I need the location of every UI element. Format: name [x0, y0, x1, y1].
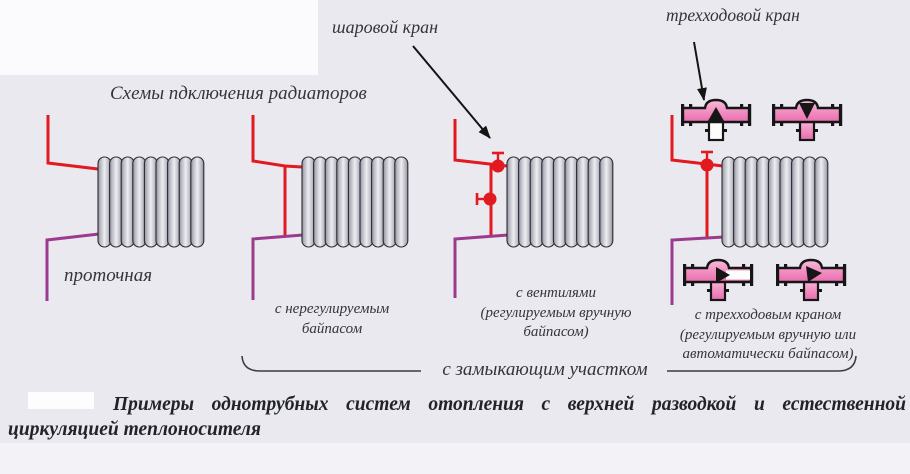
return-pipe-4: [670, 235, 725, 305]
scheme-label-with-valves: с вентилями (регулируемым вручную байпас…: [480, 285, 632, 340]
valve-outlet-closed: [726, 270, 750, 280]
return-pipe-1: [45, 232, 100, 301]
supply-pipe-2: [251, 115, 303, 169]
radiator-3: [506, 156, 614, 248]
caption-white-patch: [28, 392, 94, 409]
closing-section-bracket: [241, 355, 857, 372]
ball-valve-icon-supply: [490, 151, 506, 174]
callout-arrow-three-way-valve: [693, 41, 707, 101]
valve-plug-triangle: [708, 107, 724, 121]
bottom-caption: Примеры однотрубных систем отопления с в…: [8, 394, 906, 441]
three-way-valve-icon-3: [683, 258, 754, 302]
radiator-2: [301, 156, 409, 248]
scheme-label-flow-through: проточная: [64, 265, 153, 286]
three-way-valve-callout-label: трехходовой кран: [666, 5, 800, 25]
three-way-valve-icon-1: [681, 98, 752, 142]
radiator-1: [97, 156, 205, 248]
valve-plug-triangle: [806, 266, 822, 282]
page-title: Схемы пдключения радиаторов: [110, 83, 367, 104]
radiator-4: [721, 156, 829, 248]
callout-arrow-ball-valve: [412, 45, 491, 139]
three-way-valve-icon-2: [772, 98, 843, 142]
supply-pipe-1: [46, 115, 99, 171]
valve-plug-triangle: [799, 103, 815, 119]
scheme-label-non-regulated-bypass: с нерегулируемым байпасом: [274, 301, 390, 337]
return-pipe-2: [251, 233, 304, 300]
valve-plug-triangle: [716, 267, 730, 283]
ball-valve-icon-bypass: [475, 191, 498, 207]
ball-valve-icon-threeway-junction: [699, 150, 715, 173]
background-strip-bottom: [0, 443, 910, 474]
background-white-patch-top-left: [0, 0, 318, 75]
closing-section-label: с замыкающим участком: [442, 359, 648, 380]
three-way-valve-icon-4: [776, 258, 847, 302]
scheme-label-three-way-valve: с трехходовым краном (регулируемым вручн…: [679, 307, 857, 362]
return-pipe-3: [453, 233, 509, 298]
ball-valve-callout-label: шаровой кран: [332, 17, 439, 37]
